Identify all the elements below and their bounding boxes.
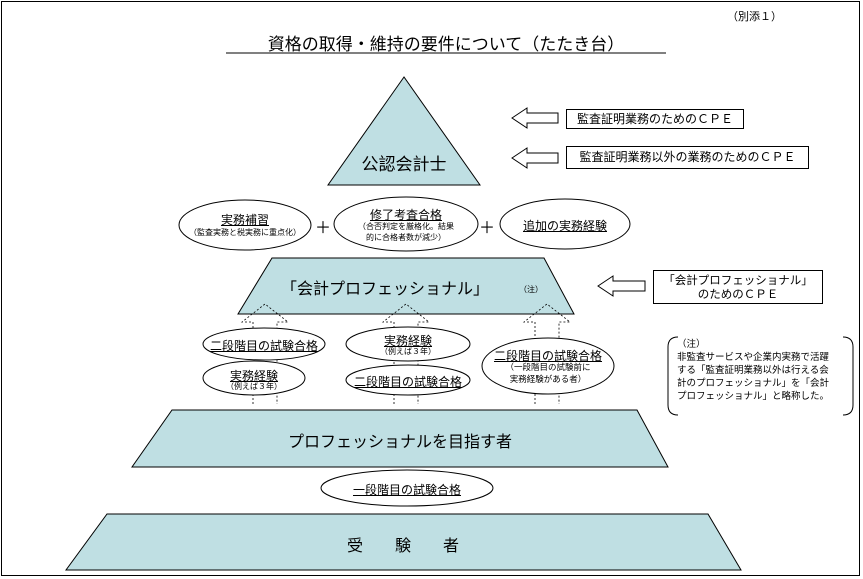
up-arrow-2: [381, 303, 431, 404]
additional-experience: 追加の実務経験: [522, 219, 608, 233]
completion-exam-sub1: （合否判定を厳格化。結果: [358, 222, 454, 231]
ellipse-path1-step1: [202, 327, 326, 361]
path3-sub1: （一段階目の試験前に: [505, 363, 591, 373]
examinee-trapezoid: [65, 513, 742, 571]
cpe-non-audit-label: 監査証明業務以外の業務のためのＣＰＥ: [579, 150, 796, 164]
footnote-line4: プロフェッショナル」と略称した。: [677, 391, 830, 402]
professional-label: 「会計プロフェッショナル」: [281, 279, 490, 298]
footnote-line2: する「監査証明業務以外は行える会: [677, 365, 829, 376]
cpa-triangle: [327, 76, 481, 186]
path2-step1-title: 実務経験: [383, 334, 433, 348]
ellipse-practical-training: [178, 199, 312, 251]
cpe-audit-box: 監査証明業務のためのＣＰＥ: [566, 109, 744, 129]
footnote-head: （注）: [677, 339, 706, 350]
professional-note-mark: （注）: [519, 285, 543, 294]
cpe-professional-line2: のためのＣＰＥ: [697, 287, 779, 301]
path1-step1: 二段階目の試験合格: [209, 339, 319, 353]
arrow-cpe-audit: [511, 107, 559, 129]
path3-sub2: 実務経験がある者）: [509, 375, 587, 385]
first-stage-exam: 一段階目の試験合格: [352, 483, 462, 497]
ellipse-completion-exam: [333, 196, 479, 252]
up-arrow-3: [522, 303, 572, 404]
note-bracket-right: [842, 336, 854, 416]
ellipse-path2-step2: [345, 364, 471, 396]
cpe-professional-box: 「会計プロフェッショナル」 のためのＣＰＥ: [653, 270, 823, 304]
ellipse-additional-experience: [499, 198, 631, 250]
footnote-line3: 計のプロフェッショナル」を「会計: [677, 378, 830, 389]
plus-sign-2: ＋: [478, 218, 496, 237]
annex-label: （別添１）: [727, 10, 782, 23]
footnote-line1: 非監査サービスや企業内実務で活躍: [677, 352, 830, 363]
plus-sign-1: ＋: [314, 218, 332, 237]
ellipse-path3: [481, 337, 615, 395]
practical-training-title: 実務補習: [220, 213, 270, 227]
footnote: （注） 非監査サービスや企業内実務で活躍 する「監査証明業務以外は行える会 計の…: [667, 338, 853, 416]
completion-exam-title: 修了考査合格: [369, 208, 443, 222]
cpe-professional-line1: 「会計プロフェッショナル」: [663, 273, 813, 287]
professional-trapezoid: [237, 257, 575, 315]
aspirant-label: プロフェッショナルを目指す者: [287, 432, 513, 451]
path2-step2: 二段階目の試験合格: [353, 375, 463, 389]
ellipse-path1-step2: [202, 360, 306, 396]
ellipse-first-stage: [320, 469, 494, 507]
arrow-cpe-professional: [597, 275, 646, 297]
aspirant-trapezoid: [131, 409, 669, 468]
path1-step2-title: 実務経験: [229, 369, 279, 383]
path2-step1-sub: （例えば３年）: [380, 347, 436, 356]
note-bracket-left: [667, 336, 679, 416]
page-title: 資格の取得・維持の要件について（たたき台）: [267, 35, 625, 55]
practical-training-sub: （監査実務と税実務に重点化）: [189, 228, 301, 237]
arrow-cpe-non-audit: [511, 147, 559, 169]
completion-exam-sub2: 的に合格者数が減少）: [366, 233, 446, 242]
path3-title: 二段階目の試験合格: [493, 349, 603, 363]
ellipse-path2-step1: [345, 326, 471, 362]
path1-step2-sub: （例えば３年）: [226, 382, 282, 391]
cpa-label: 公認会計士: [361, 155, 447, 175]
cpe-non-audit-box: 監査証明業務以外の業務のためのＣＰＥ: [566, 146, 809, 169]
up-arrow-1: [240, 303, 290, 404]
cpe-audit-label: 監査証明業務のためのＣＰＥ: [576, 112, 733, 126]
examinee-label: 受 験 者: [346, 536, 460, 555]
